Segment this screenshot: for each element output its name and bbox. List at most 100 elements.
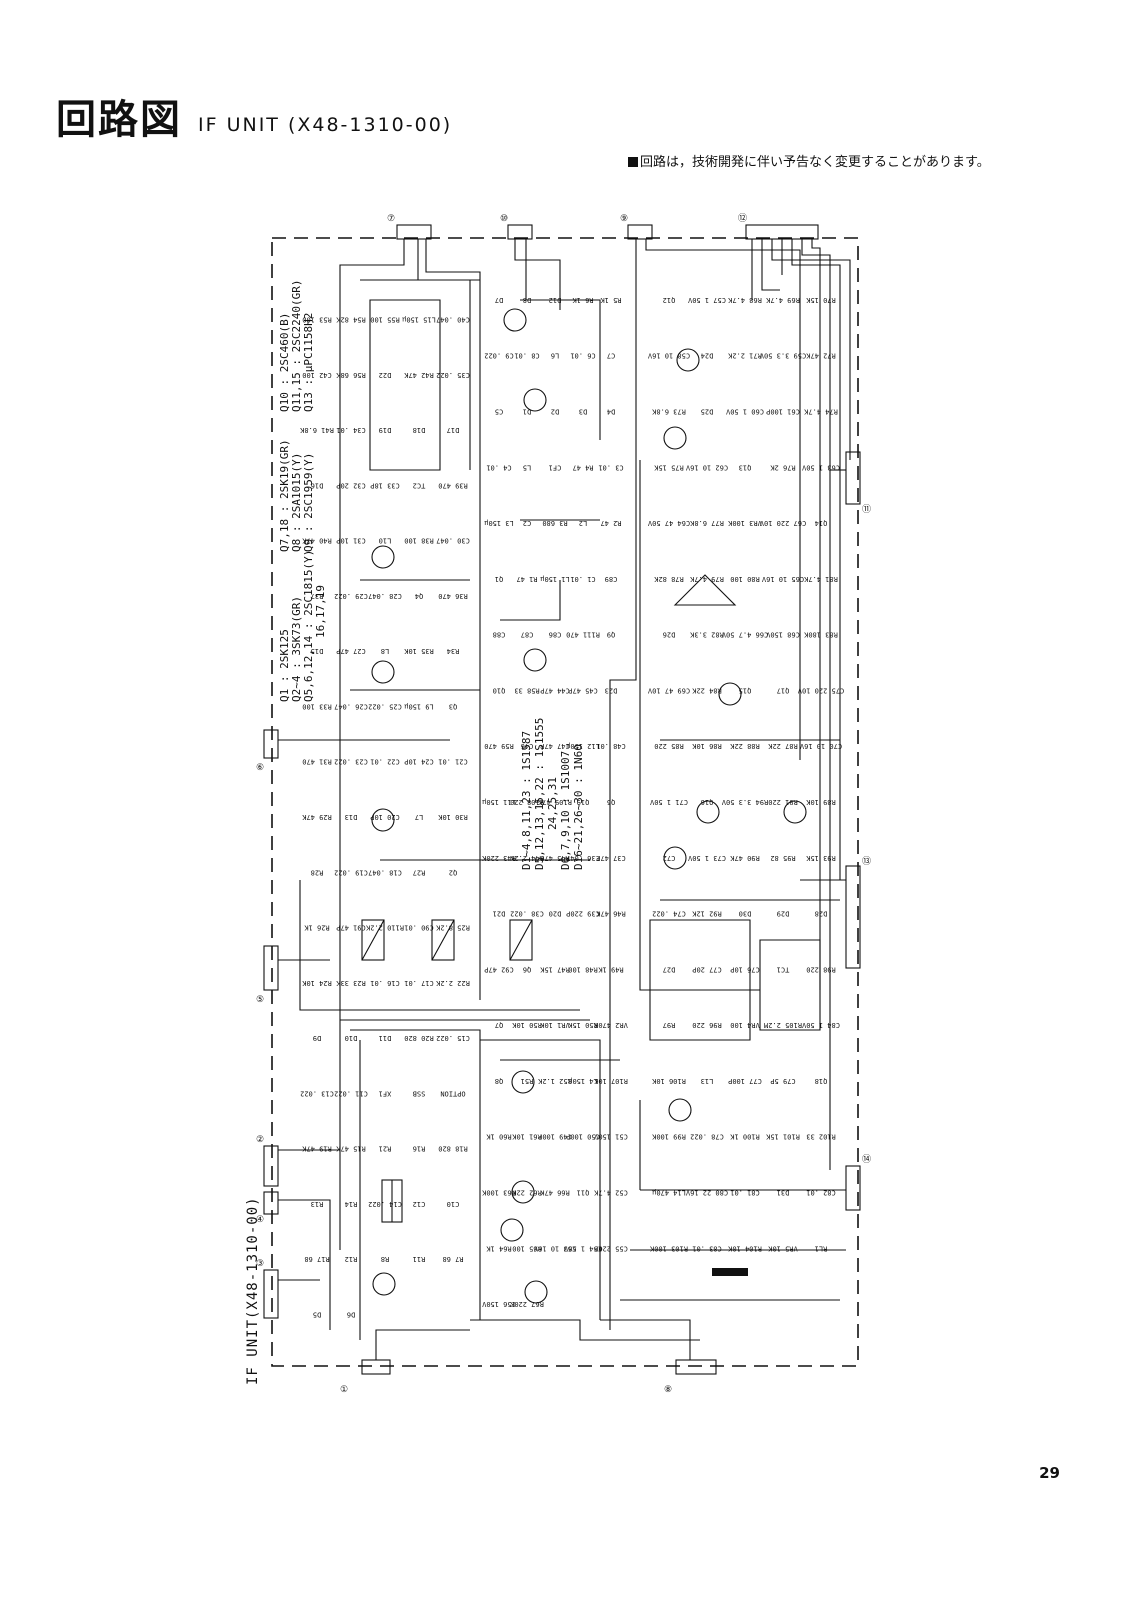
component-label: C91 47P — [336, 924, 366, 932]
component-label: C50 100P — [566, 1133, 600, 1141]
connector-7-id: ⑦ — [387, 214, 395, 224]
connector-2-id: ② — [256, 1135, 264, 1145]
component-label: C55 220P — [594, 1244, 628, 1252]
component-label: L1 150μ — [539, 575, 569, 583]
component-label: C57 1 50V — [687, 296, 726, 304]
component-label: R74 4.7K — [803, 407, 838, 415]
component-label: R72 47K — [805, 352, 835, 360]
component-label: R27 — [413, 868, 426, 876]
transistor-q12 — [663, 426, 687, 450]
transistor-q3 — [371, 660, 395, 684]
component-label: R79 4.7K — [689, 575, 724, 583]
component-label: R24 10K — [301, 979, 331, 987]
component-label: C33 18P — [370, 481, 400, 489]
component-label: C69 47 10V — [647, 686, 690, 694]
component-label: C11 .022 — [334, 1089, 368, 1097]
component-label: C58 10 16V — [647, 352, 690, 360]
component-label: C59 3.3 50V — [759, 352, 806, 360]
connector-8: ⑧ — [664, 1359, 717, 1395]
component-label: Q16 — [701, 798, 714, 806]
component-label: C79 5P — [770, 1077, 795, 1085]
component-label: D6 — [347, 1310, 355, 1318]
component-label: R94 3.3 50V — [721, 798, 768, 806]
component-label: C35 .022 — [436, 371, 470, 379]
component-label: C14 .022 — [368, 1200, 402, 1208]
component-label: R40 47K — [301, 537, 331, 545]
component-label: R47 15K — [539, 965, 569, 973]
connector-13: ⑬ — [845, 856, 871, 969]
component-label: D15 — [311, 647, 324, 655]
component-label: C13 .022 — [300, 1089, 334, 1097]
connector-5-id: ⑤ — [256, 995, 264, 1005]
component-label: Q5 — [607, 798, 615, 806]
component-label: L12 150μ — [565, 742, 600, 750]
component-label: R34 — [447, 647, 460, 655]
component-label: R26 1K — [304, 924, 330, 932]
component-label: C3 .01 — [598, 463, 623, 471]
component-label: D25 — [701, 407, 714, 415]
component-label: R63 100K — [481, 1189, 516, 1197]
component-label: C27 47P — [336, 647, 366, 655]
component-label: R14 — [345, 1200, 358, 1208]
component-label: R56 68K — [335, 371, 365, 379]
component-label: R49 1K — [598, 965, 624, 973]
component-label: R65 100 — [512, 1244, 542, 1252]
component-label: L6 — [551, 352, 559, 360]
component-label: C75 220 10V — [797, 686, 844, 694]
component-label: C92 47P — [484, 965, 514, 973]
transistor-q9 — [503, 308, 527, 332]
connector-11: ⑪ — [845, 451, 871, 515]
component-label: Q7 — [495, 1021, 503, 1029]
component-label: C78 .022 — [690, 1133, 724, 1141]
legend-line: D5,12,13,15,22 : 1S1555 — [533, 718, 546, 870]
component-label: C36 .047 — [566, 854, 600, 862]
legend-line: Q11,15 : 2SC2240(GR) — [290, 280, 303, 412]
component-label: C45 47P — [568, 686, 598, 694]
connector-12: ⑫ — [738, 213, 819, 240]
component-label: R43 220K — [481, 854, 516, 862]
component-label: C30 .047 — [436, 537, 470, 545]
title-english: IF UNIT (X48-1310-00) — [198, 114, 453, 136]
wiring — [278, 239, 851, 1360]
component-label: R77 6.8K — [689, 519, 724, 527]
component-label: R19 47K — [301, 1145, 331, 1153]
component-label: R91 220 — [768, 798, 798, 806]
component-label: R36 470 — [438, 592, 468, 600]
component-label: D12 — [549, 296, 562, 304]
connector-4-id: ④ — [256, 1215, 264, 1225]
component-label: C21 .01 — [438, 758, 468, 766]
transistor-q19 — [523, 648, 547, 672]
crystal-filter-option2 — [509, 919, 533, 961]
component-label: C63 1 50V — [801, 463, 840, 471]
component-label: Q12 — [663, 296, 676, 304]
unit-border — [271, 237, 859, 1367]
component-label: Q14 — [815, 519, 828, 527]
component-label: D22 — [379, 371, 392, 379]
component-label: R1 47 — [516, 575, 537, 583]
component-label: D5 — [313, 1310, 321, 1318]
transistor-q4 — [371, 545, 395, 569]
component-label: Q10 — [493, 686, 506, 694]
diode-legend: D1~4,8,11,23 : 1S1587 D5,12,13,15,22 : 1… — [520, 718, 585, 870]
change-notice: 回路は，技術開発に伴い予告なく変更することがあります。 — [628, 151, 990, 170]
component-label: C84 1 50V — [801, 1021, 840, 1029]
component-label: R103 100K — [649, 1244, 688, 1252]
component-label: D7 — [495, 296, 503, 304]
component-label: C60 1 50V — [725, 407, 764, 415]
component-label: R73 6.8K — [651, 407, 686, 415]
component-label: D9 — [313, 1034, 321, 1042]
component-label: L10 — [379, 537, 392, 545]
component-label: R16 — [413, 1145, 426, 1153]
component-label: D21 — [493, 910, 506, 918]
component-label: R33 100 — [302, 702, 332, 710]
component-label: VR4 100 — [730, 1021, 760, 1029]
bullet-square-icon — [628, 157, 638, 167]
connector-6-id: ⑥ — [256, 763, 264, 773]
component-label: C40 .047 — [436, 316, 470, 324]
component-label: C51 150V — [593, 1133, 628, 1141]
component-label: Q6 — [523, 965, 531, 973]
component-label: R35 10K — [403, 647, 433, 655]
component-label: R7 68 — [442, 1255, 463, 1263]
component-label: R109 47K — [537, 798, 572, 806]
component-label: L14 470μ — [651, 1189, 686, 1197]
